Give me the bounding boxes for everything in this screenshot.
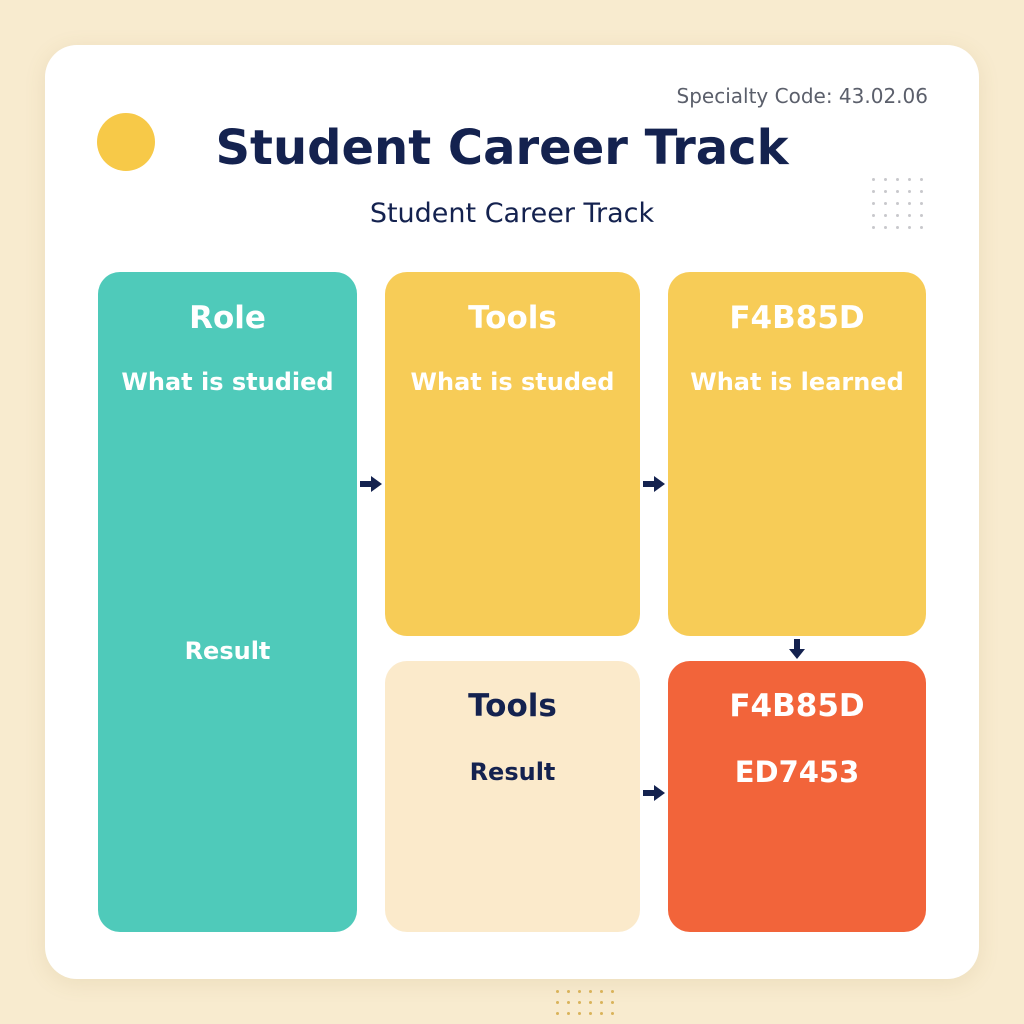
dot — [872, 178, 875, 181]
arrow-right-icon — [360, 476, 382, 492]
dot — [908, 178, 911, 181]
dot — [920, 190, 923, 193]
page-title: Student Career Track — [215, 120, 789, 176]
arrow-right-icon — [643, 476, 665, 492]
page-subtitle: Student Career Track — [369, 198, 655, 229]
dot — [556, 990, 559, 993]
tools-bottom-title: Tools — [468, 688, 557, 724]
dot — [896, 190, 899, 193]
f4b85d-bottom-subtitle: ED7453 — [734, 755, 860, 789]
tools-top-box: Tools What is studed — [385, 272, 640, 636]
dot — [896, 178, 899, 181]
tools-bottom-box: Tools Result — [385, 661, 640, 932]
dot — [896, 202, 899, 205]
dot — [884, 214, 887, 217]
tools-top-title: Tools — [468, 300, 557, 336]
dot — [578, 1001, 581, 1004]
dot — [884, 190, 887, 193]
dot — [556, 1001, 559, 1004]
role-title: Role — [189, 300, 266, 336]
sun-circle-icon — [97, 113, 155, 171]
dot — [920, 214, 923, 217]
f4b85d-top-box: F4B85D What is learned — [668, 272, 926, 636]
f4b85d-bottom-box: F4B85D ED7453 — [668, 661, 926, 932]
dot — [589, 1012, 592, 1015]
role-result: Result — [184, 637, 271, 665]
dot — [556, 1012, 559, 1015]
dot — [908, 226, 911, 229]
arrow-right-icon — [643, 785, 665, 801]
dot — [920, 226, 923, 229]
dot — [578, 990, 581, 993]
dot — [567, 1001, 570, 1004]
f4b85d-bottom-title: F4B85D — [729, 688, 865, 724]
dot — [600, 1001, 603, 1004]
dot — [611, 1012, 614, 1015]
dot — [567, 1012, 570, 1015]
dot — [908, 202, 911, 205]
dot — [872, 226, 875, 229]
dot — [872, 202, 875, 205]
dot — [884, 226, 887, 229]
dot — [589, 990, 592, 993]
tools-bottom-result: Result — [469, 758, 556, 786]
role-box: Role What is studied Result — [98, 272, 357, 932]
tools-top-subtitle: What is studed — [410, 368, 615, 396]
dot — [908, 190, 911, 193]
dot — [611, 990, 614, 993]
dot — [567, 990, 570, 993]
dot — [589, 1001, 592, 1004]
f4b85d-top-title: F4B85D — [729, 300, 865, 336]
dot — [920, 178, 923, 181]
dot — [920, 202, 923, 205]
dot — [600, 990, 603, 993]
arrow-down-icon — [789, 639, 805, 659]
dot — [600, 1012, 603, 1015]
dot — [908, 214, 911, 217]
role-subtitle: What is studied — [121, 368, 334, 396]
dot — [896, 214, 899, 217]
dot — [578, 1012, 581, 1015]
f4b85d-top-subtitle: What is learned — [690, 368, 904, 396]
dot — [884, 178, 887, 181]
dot — [611, 1001, 614, 1004]
dot — [872, 214, 875, 217]
dot — [872, 190, 875, 193]
dot — [884, 202, 887, 205]
dot — [896, 226, 899, 229]
specialty-code: Specialty Code: 43.02.06 — [676, 84, 928, 108]
